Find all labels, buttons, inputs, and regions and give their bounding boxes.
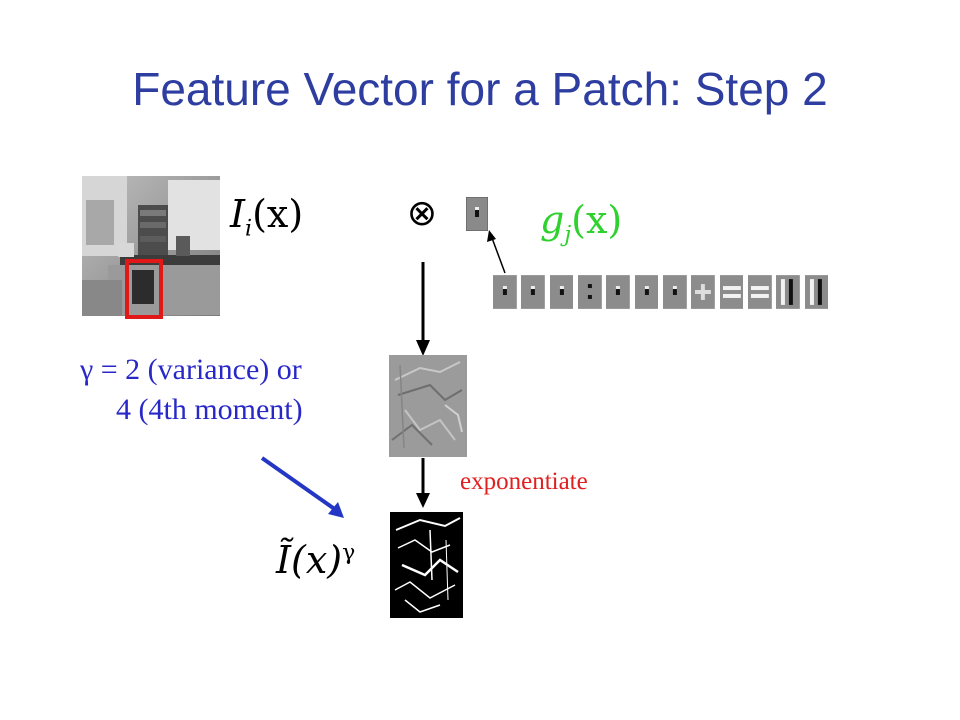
filter-thumbnail-11 [776, 275, 801, 309]
convolve-symbol: ⊗ [406, 193, 438, 234]
selected-filter-thumbnail [466, 197, 488, 231]
filter-thumbnail-1 [493, 275, 517, 309]
filter-bank [493, 275, 833, 309]
filter-thumbnail-7 [662, 275, 687, 309]
input-image-label-sub: i [245, 216, 253, 242]
filter-thumbnail-10 [747, 275, 772, 309]
input-image-label: Ii(x) [230, 192, 304, 242]
filter-thumbnail-9 [719, 275, 744, 309]
exponentiate-label: exponentiate [460, 468, 588, 495]
output-label-exponent: γ [342, 540, 356, 566]
arrowhead-bank-to-filter [487, 230, 496, 242]
blue-arrow [260, 456, 338, 512]
slide-title: Feature Vector for a Patch: Step 2 [132, 63, 828, 115]
filter-thumbnail-3 [549, 275, 574, 309]
arrowhead-response [416, 340, 430, 356]
filter-thumbnail-12 [804, 275, 829, 309]
gamma-note-line1: γ = 2 (variance) or [80, 353, 302, 386]
filter-thumbnail-2 [521, 275, 546, 309]
filter-thumbnail-4 [577, 275, 602, 309]
gamma-note-line2: 4 (4th moment) [116, 393, 303, 426]
input-image-label-arg: (x) [252, 192, 304, 236]
filter-thumbnail-8 [691, 275, 716, 309]
filter-label-sub: j [564, 222, 572, 248]
filtered-response-image [389, 355, 467, 457]
arrowhead-energy [416, 493, 430, 508]
filter-thumbnail-6 [634, 275, 659, 309]
output-label: Ĩ(x)γ [276, 538, 356, 582]
filter-thumbnail-5 [606, 275, 631, 309]
blue-arrowhead [328, 502, 344, 518]
arrow-bank-to-filter [491, 237, 506, 274]
filter-label: gj(x) [540, 198, 623, 248]
filter-label-arg: (x) [571, 198, 623, 242]
patch-highlight-box [125, 259, 163, 319]
office-photo [82, 176, 220, 316]
exponentiated-response-image [390, 512, 463, 618]
